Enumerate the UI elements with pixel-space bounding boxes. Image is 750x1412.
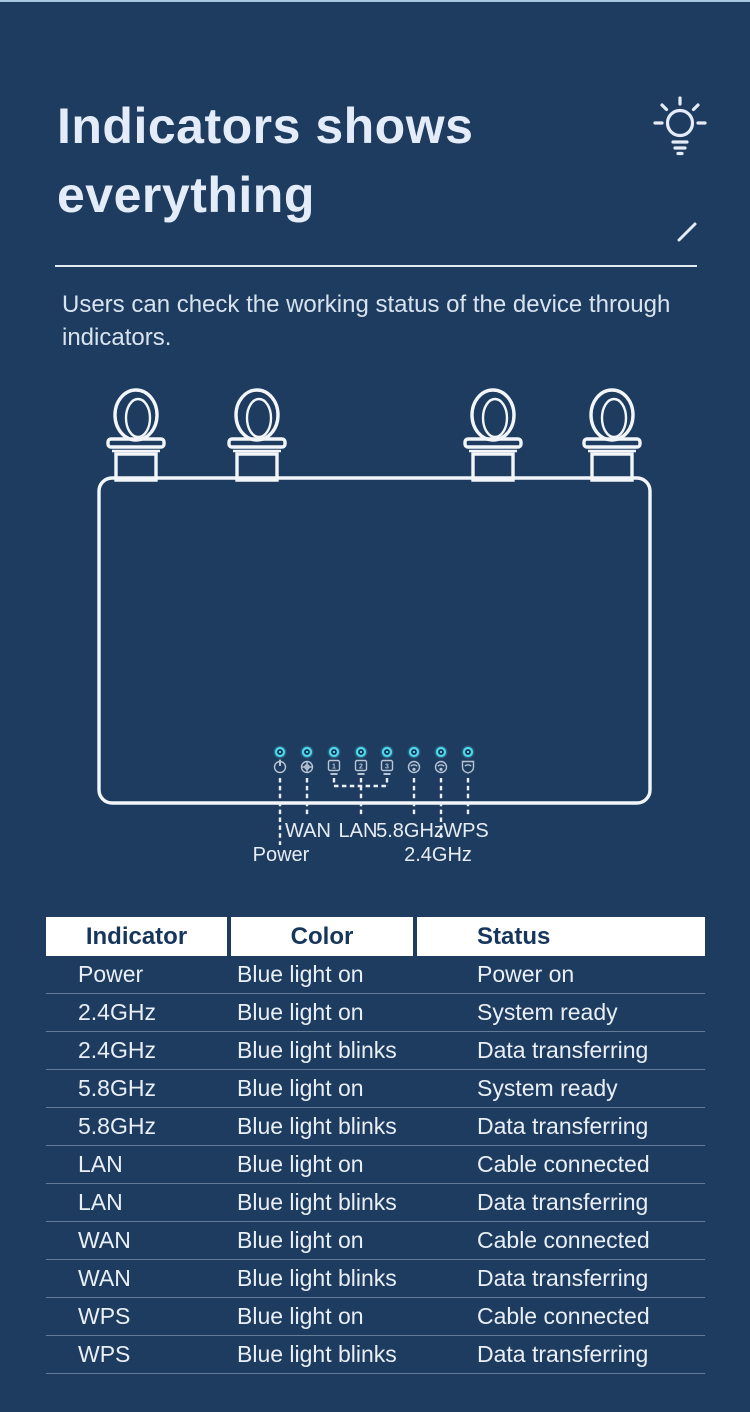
table-cell: System ready [477,999,618,1025]
table-row: WAN Blue light on Cable connected [46,1222,705,1260]
table-cell: WAN [78,1227,131,1253]
subtitle: Users can check the working status of th… [62,288,712,354]
led-lan3 [380,745,394,759]
table-cell: Power on [477,961,575,987]
led-lan1 [327,745,341,759]
subtitle-line2: indicators. [62,324,172,351]
table-cell: Blue light on [237,1075,364,1101]
antenna [106,388,642,482]
page-title-line1: Indicators shows [57,98,474,154]
table-cell: WPS [78,1303,131,1329]
label-lan: LAN [338,820,378,842]
title-divider [55,265,697,267]
table-cell: LAN [78,1189,123,1215]
table-row: LAN Blue light blinks Data transferring [46,1184,705,1222]
table-cell: Blue light blinks [237,1037,397,1063]
table-header-color: Color [231,917,413,956]
lan3-icon: 3 [380,759,394,775]
subtitle-line1: Users can check the working status of th… [62,291,671,318]
table-cell: Blue light on [237,961,364,987]
lightbulb-icon [653,96,707,156]
led-5g [407,745,421,759]
table-cell: System ready [477,1075,618,1101]
table-row: WAN Blue light blinks Data transferring [46,1260,705,1298]
table-cell: Data transferring [477,1265,649,1291]
power-icon [273,759,287,774]
page-title-line2: everything [57,167,315,223]
table-cell: Blue light blinks [237,1341,397,1367]
table-cell: Data transferring [477,1113,649,1139]
table-header-indicator: Indicator [46,917,227,956]
label-wan: WAN [285,820,331,842]
table-cell: 5.8GHz [78,1113,156,1139]
table-cell: Power [78,961,144,987]
label-5ghz: 5.8GHz [376,820,444,842]
svg-text:2: 2 [359,764,363,771]
wifi-5g-icon [407,760,421,774]
table-row: LAN Blue light on Cable connected [46,1146,705,1184]
table-cell: LAN [78,1151,123,1177]
table-row: 5.8GHz Blue light blinks Data transferring [46,1108,705,1146]
led-wan [300,745,314,759]
label-wps: WPS [443,820,489,842]
wps-icon [461,760,475,774]
router-illustration: 1 2 3 [97,388,652,845]
table-header-status: Status [417,917,705,956]
table-cell: Blue light blinks [237,1189,397,1215]
led-power [273,745,287,759]
table-cell: Blue light on [237,999,364,1025]
table-cell: Blue light on [237,1303,364,1329]
table-cell: Cable connected [477,1151,650,1177]
table-cell: Data transferring [477,1341,649,1367]
page-title: Indicators shows everything [57,92,473,230]
table-cell: Data transferring [477,1037,649,1063]
wan-icon [300,760,314,774]
table-row: WPS Blue light on Cable connected [46,1298,705,1336]
table-cell: Data transferring [477,1189,649,1215]
label-2ghz: 2.4GHz [404,844,472,866]
svg-text:1: 1 [332,764,336,771]
table-cell: WPS [78,1341,131,1367]
table-cell: Blue light blinks [237,1265,397,1291]
table-cell: WAN [78,1265,131,1291]
table-cell: Blue light on [237,1227,364,1253]
table-header-row: Indicator Color Status [46,917,705,956]
router-body [97,476,652,805]
table-cell: 2.4GHz [78,1037,156,1063]
table-row: 5.8GHz Blue light on System ready [46,1070,705,1108]
table-row: 2.4GHz Blue light on System ready [46,994,705,1032]
callout-lines [278,778,470,845]
led-2g [434,745,448,759]
table-row: Power Blue light on Power on [46,956,705,994]
table-cell: Cable connected [477,1303,650,1329]
table-cell: Blue light on [237,1151,364,1177]
wifi-2g-icon [434,760,448,774]
table-row: WPS Blue light blinks Data transferring [46,1336,705,1374]
lan1-icon: 1 [327,759,341,775]
table-cell: Cable connected [477,1227,650,1253]
led-wps [461,745,475,759]
svg-text:3: 3 [385,764,389,771]
table-cell: 2.4GHz [78,999,156,1025]
table-cell: Blue light blinks [237,1113,397,1139]
led-lan2 [354,745,368,759]
decorative-slash [677,222,697,242]
label-power: Power [252,844,310,866]
top-accent-strip [0,0,750,2]
led-row [273,745,475,759]
table-row: 2.4GHz Blue light blinks Data transferring [46,1032,705,1070]
lan2-icon: 2 [354,759,368,775]
table-cell: 5.8GHz [78,1075,156,1101]
